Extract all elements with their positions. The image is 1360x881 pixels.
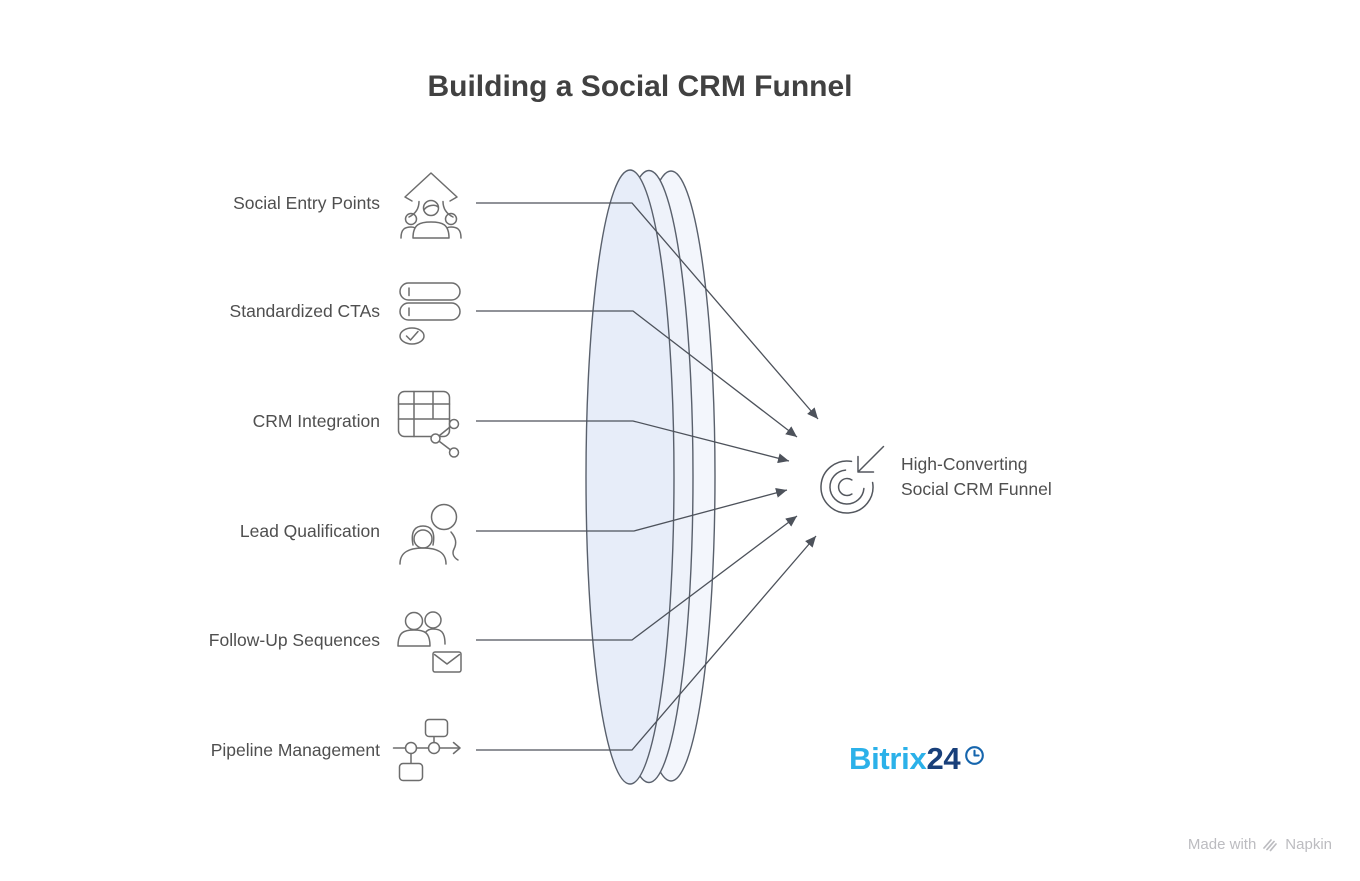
person-review-icon — [399, 503, 459, 565]
result-label: High-Converting Social CRM Funnel — [901, 452, 1052, 502]
connector-lines — [476, 202, 819, 751]
page-title: Building a Social CRM Funnel — [427, 70, 853, 103]
cta-buttons-icon — [399, 282, 461, 345]
funnel-lens-front — [585, 169, 675, 785]
result-label-line2: Social CRM Funnel — [901, 479, 1052, 499]
result-label-line1: High-Converting — [901, 454, 1028, 474]
bitrix24-logo-text-light: Bitrix — [849, 741, 927, 776]
people-up-arrow-icon — [400, 172, 462, 239]
item-label: Pipeline Management — [210, 740, 380, 760]
people-mail-icon — [397, 611, 462, 673]
connector-line — [476, 535, 817, 751]
napkin-icon — [1262, 837, 1279, 852]
connector-line — [476, 515, 798, 641]
item-label: Standardized CTAs — [229, 301, 380, 321]
item-label: Lead Qualification — [239, 521, 380, 541]
connector-line — [476, 488, 788, 532]
watermark-brand: Napkin — [1285, 836, 1332, 853]
flowchart-icon — [392, 718, 461, 782]
item-label: CRM Integration — [252, 411, 380, 431]
item-label: Follow-Up Sequences — [208, 630, 380, 650]
target-arrow-icon — [820, 445, 885, 514]
watermark: Made with Napkin — [1188, 836, 1332, 853]
connector-line — [476, 420, 790, 464]
funnel-lens — [585, 169, 716, 785]
table-share-icon — [397, 390, 460, 458]
connector-line — [476, 310, 798, 438]
connector-line — [476, 202, 819, 420]
bitrix24-logo-text-dark: 24 — [926, 741, 961, 776]
clock-icon — [965, 746, 985, 765]
item-label: Social Entry Points — [233, 193, 380, 213]
watermark-prefix: Made with — [1187, 836, 1257, 853]
